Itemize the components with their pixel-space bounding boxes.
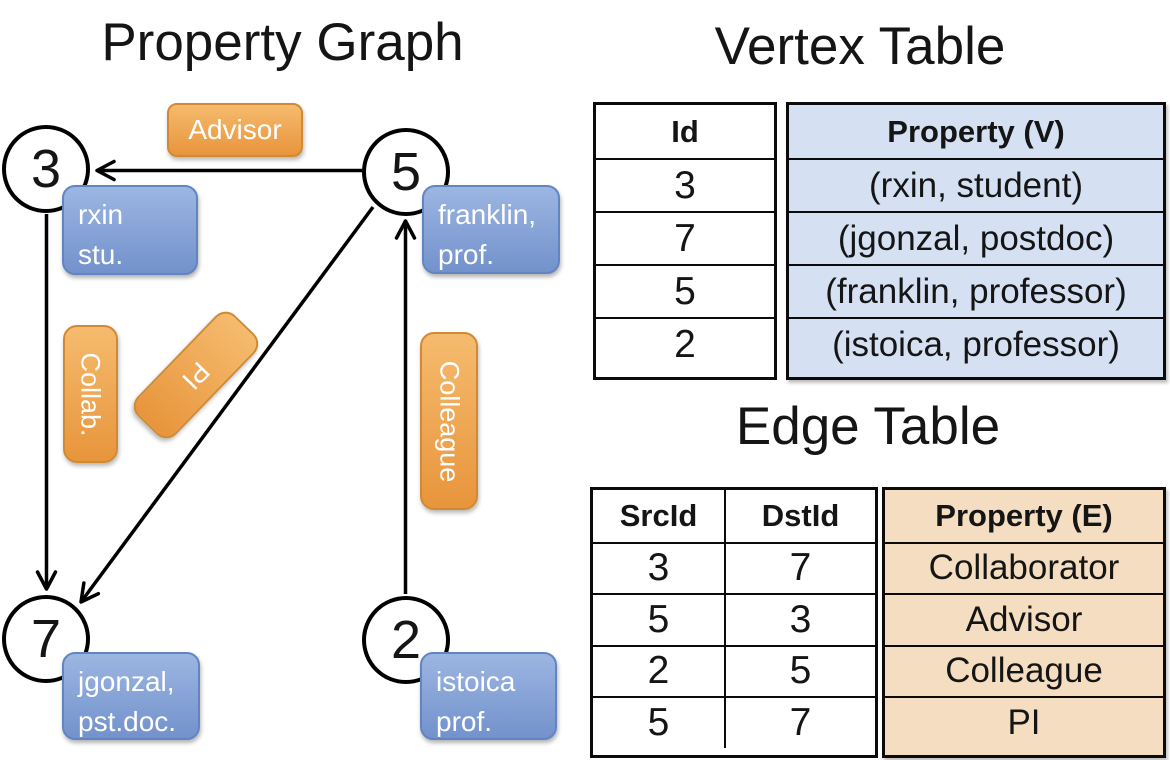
node-2-property-box: istoica prof. [420, 652, 557, 740]
edge-table-title: Edge Table [735, 397, 1001, 456]
edge-label-colleague: Colleague [420, 332, 478, 510]
edge-property-cell: Collaborator [928, 548, 1120, 588]
edge-table-property-header: Property (E) [935, 497, 1113, 533]
node-7-property-box: jgonzal, pst.doc. [62, 652, 200, 740]
edge-label-pi-text: PI [176, 355, 217, 395]
table-row: Advisor [885, 593, 1163, 645]
edge-table-id-columns: SrcId DstId 3 7 5 3 2 5 5 7 [590, 487, 878, 758]
vertex-id-cell: 3 [674, 163, 696, 207]
table-row: 5 3 [593, 593, 875, 645]
vertex-id-cell: 2 [674, 322, 696, 366]
vertex-property-cell: (jgonzal, postdoc) [837, 218, 1115, 258]
table-row: (rxin, student) [789, 158, 1163, 211]
table-row: 3 7 [593, 541, 875, 593]
table-row: (jgonzal, postdoc) [789, 211, 1163, 264]
node-7-id: 7 [30, 609, 62, 669]
vertex-table-title: Vertex Table [714, 17, 1006, 76]
edge-property-cell: Advisor [965, 599, 1083, 639]
table-row: 5 7 [593, 696, 875, 748]
edge-table-dstid-header: DstId [724, 490, 875, 542]
node-5-id: 5 [390, 142, 422, 202]
edge-dstid-cell: 7 [724, 543, 875, 593]
table-row: (franklin, professor) [789, 264, 1163, 317]
edge-dstid-cell: 3 [724, 595, 875, 645]
edge-srcid-cell: 2 [647, 649, 670, 693]
node-5-property-line1: franklin, [438, 199, 537, 230]
vertex-table-id-header: Id [671, 113, 699, 149]
vertex-table-property-header: Property (V) [887, 113, 1065, 149]
property-graph-title: Property Graph [101, 13, 464, 72]
vertex-property-cell: (rxin, student) [869, 165, 1083, 205]
node-2-id: 2 [390, 610, 422, 670]
node-3-property-box: rxin stu. [62, 185, 198, 275]
node-5-property-line2: prof. [438, 239, 495, 270]
graph-node-5: 5 [362, 128, 450, 216]
edge-property-cell: PI [1007, 702, 1041, 742]
table-row: 2 5 [593, 644, 875, 696]
edge-dstid-cell: 5 [724, 646, 875, 696]
vertex-property-cell: (franklin, professor) [825, 271, 1127, 311]
edge-dstid-cell: 7 [724, 698, 875, 748]
edge-table-property-column: Property (E) Collaborator Advisor Collea… [882, 487, 1166, 758]
edge-label-collab-text: Collab. [76, 351, 107, 437]
table-row: 5 [596, 264, 774, 317]
node-7-property-line1: jgonzal, [78, 666, 175, 697]
edge-property-cell: Colleague [945, 651, 1103, 691]
table-row: Colleague [885, 644, 1163, 697]
vertex-table-id-column: Id 3 7 5 2 [593, 102, 777, 380]
node-7-property-line2: pst.doc. [78, 706, 177, 737]
node-3-id: 3 [30, 139, 62, 199]
vertex-id-cell: 7 [674, 216, 696, 260]
edge-label-colleague-text: Colleague [434, 360, 465, 482]
edge-srcid-cell: 3 [647, 546, 670, 590]
vertex-property-cell: (istoica, professor) [832, 324, 1120, 364]
node-3-property-line1: rxin [78, 199, 124, 230]
table-row: PI [885, 696, 1163, 748]
table-row: Collaborator [885, 541, 1163, 594]
edge-srcid-cell: 5 [647, 700, 670, 744]
table-row: (istoica, professor) [789, 317, 1163, 370]
vertex-id-cell: 5 [674, 269, 696, 313]
edge-srcid-cell: 5 [647, 597, 670, 641]
edge-label-collab: Collab. [63, 325, 118, 463]
node-3-property-line2: stu. [78, 239, 124, 270]
edge-label-advisor: Advisor [167, 103, 303, 157]
node-5-property-box: franklin, prof. [422, 185, 560, 274]
vertex-table-property-column: Property (V) (rxin, student) (jgonzal, p… [786, 102, 1166, 380]
table-row: 2 [596, 317, 774, 370]
graph-node-3: 3 [2, 125, 90, 213]
edge-label-pi: PI [127, 305, 265, 445]
node-2-property-line1: istoica [436, 666, 516, 697]
edge-label-advisor-text: Advisor [188, 114, 282, 145]
node-2-property-line2: prof. [436, 706, 493, 737]
edge-table-srcid-header: SrcId [619, 497, 698, 533]
table-row: 7 [596, 211, 774, 264]
table-row: 3 [596, 158, 774, 211]
